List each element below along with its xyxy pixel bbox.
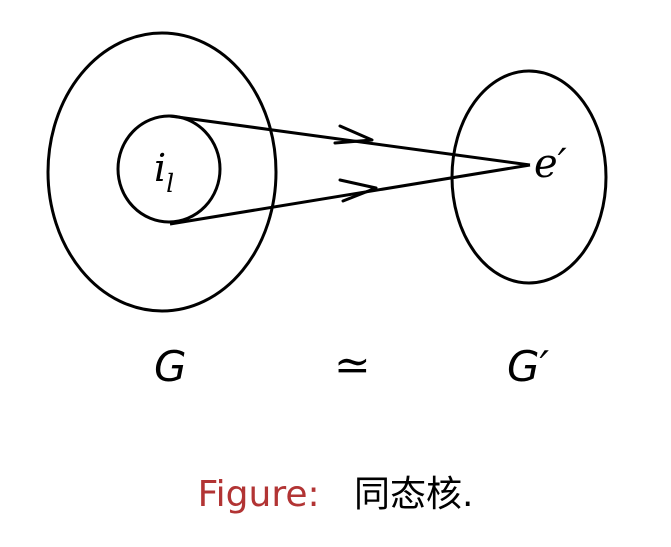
figure-caption: Figure: 同态核. (0, 468, 671, 522)
caption-prefix: Figure: (197, 474, 320, 515)
group-g-label: G (154, 342, 187, 391)
group-g-prime-label: G′ (507, 342, 550, 391)
group-g-prime-ellipse (450, 69, 608, 285)
identity-label: e′ (534, 141, 567, 187)
isomorphism-symbol: ≃ (334, 340, 371, 391)
caption-spacer (331, 474, 342, 515)
lower-arrow-icon (338, 178, 378, 203)
kernel-label: il (154, 146, 174, 198)
lower-mapping-line (169, 163, 531, 226)
kernel-label-subscript: l (166, 169, 174, 198)
upper-arrow-icon (333, 124, 374, 145)
group-g-ellipse (46, 31, 278, 313)
kernel-label-base: i (154, 146, 166, 190)
kernel-circle (116, 114, 222, 224)
caption-text: 同态核. (353, 474, 474, 515)
